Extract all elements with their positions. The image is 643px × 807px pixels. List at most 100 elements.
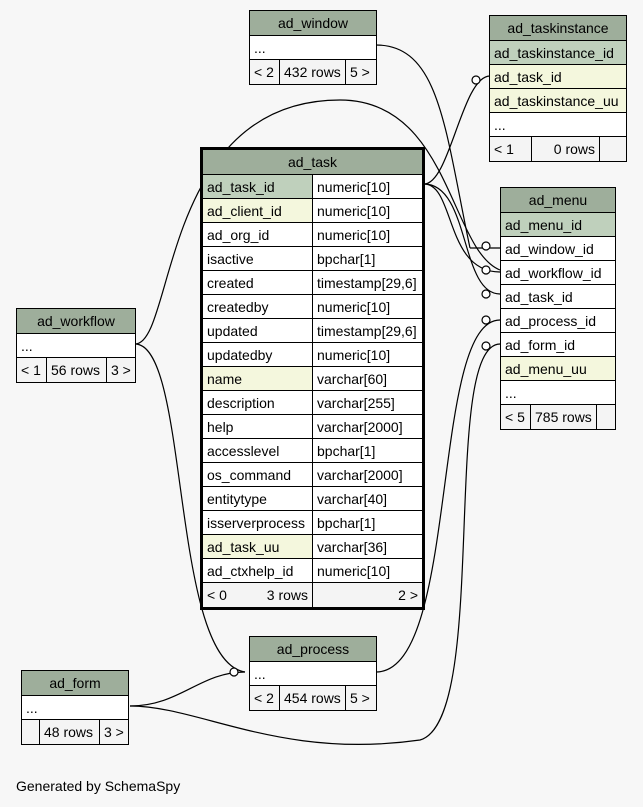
- column-type: varchar[2000]: [317, 467, 403, 483]
- table-footer: < 0 3 rows 2 >: [203, 583, 422, 607]
- column-type: varchar[255]: [317, 395, 395, 411]
- table-title[interactable]: ad_menu: [501, 188, 615, 213]
- column-name: description: [203, 391, 313, 414]
- column-row[interactable]: ad_form_id: [501, 333, 615, 357]
- column-name: ad_task_uu: [203, 535, 313, 558]
- column-row[interactable]: ad_task_id: [490, 65, 626, 89]
- table-title[interactable]: ad_task: [203, 150, 422, 175]
- column-name: os_command: [203, 463, 313, 486]
- table-title[interactable]: ad_window: [250, 11, 376, 36]
- table-footer: < 5 785 rows: [501, 405, 615, 429]
- table-ad-workflow[interactable]: ad_workflow ... < 1 56 rows 3 >: [16, 308, 136, 383]
- crow-foot-icon: [471, 75, 481, 85]
- column-type: bpchar[1]: [317, 443, 376, 459]
- column-name: accesslevel: [203, 439, 313, 462]
- table-title[interactable]: ad_taskinstance: [490, 16, 626, 41]
- table-footer: < 1 56 rows 3 >: [17, 358, 135, 382]
- placeholder-row: ...: [501, 381, 615, 405]
- column-type: numeric[10]: [317, 203, 391, 219]
- column-type: bpchar[1]: [317, 251, 376, 267]
- table-ad-process[interactable]: ad_process ... < 2 454 rows 5 >: [249, 636, 377, 711]
- edge-workflow-process: [134, 343, 246, 673]
- edge-form-menu: [129, 343, 501, 746]
- column-type: numeric[10]: [317, 227, 391, 243]
- column-type: timestamp[29,6]: [317, 275, 417, 291]
- placeholder-row: ...: [250, 662, 376, 686]
- column-type: varchar[60]: [317, 371, 388, 387]
- table-ad-form[interactable]: ad_form ... 48 rows 3 >: [21, 670, 129, 745]
- column-name: isactive: [203, 247, 313, 270]
- column-row[interactable]: ad_window_id: [501, 237, 615, 261]
- column-name: isserverprocess: [203, 511, 313, 534]
- table-title[interactable]: ad_workflow: [17, 309, 135, 334]
- edge-task-menu-workflow: [423, 183, 501, 273]
- table-footer: < 1 0 rows: [490, 137, 626, 161]
- column-type: numeric[10]: [317, 179, 391, 195]
- crow-foot-icon: [229, 667, 239, 677]
- table-footer: 48 rows 3 >: [22, 720, 128, 744]
- column-type: varchar[36]: [317, 539, 388, 555]
- column-type: numeric[10]: [317, 563, 391, 579]
- placeholder-row: ...: [490, 113, 626, 137]
- column-row[interactable]: ad_taskinstance_id: [490, 41, 626, 65]
- table-footer: < 2 454 rows 5 >: [250, 686, 376, 710]
- column-type: timestamp[29,6]: [317, 323, 417, 339]
- generated-by-note: Generated by SchemaSpy: [16, 778, 181, 794]
- column-name: ad_client_id: [203, 199, 313, 222]
- crow-foot-icon: [481, 265, 491, 275]
- column-name: help: [203, 415, 313, 438]
- table-ad-taskinstance[interactable]: ad_taskinstance ad_taskinstance_id ad_ta…: [489, 15, 627, 162]
- column-row[interactable]: ad_taskinstance_uu: [490, 89, 626, 113]
- column-name: createdby: [203, 295, 313, 318]
- column-name: created: [203, 271, 313, 294]
- column-row[interactable]: ad_process_id: [501, 309, 615, 333]
- edge-window-menu: [375, 44, 471, 249]
- column-type: numeric[10]: [317, 347, 391, 363]
- placeholder-row: ...: [250, 36, 376, 60]
- column-name: ad_task_id: [203, 175, 313, 198]
- column-row[interactable]: ad_workflow_id: [501, 261, 615, 285]
- edge-process-menu: [375, 319, 501, 673]
- table-title[interactable]: ad_form: [22, 671, 128, 696]
- crow-foot-icon: [481, 289, 491, 299]
- column-name: ad_ctxhelp_id: [203, 559, 313, 582]
- crow-foot-icon: [481, 315, 491, 325]
- table-footer: < 2 432 rows 5 >: [250, 60, 376, 84]
- column-type: varchar[40]: [317, 491, 388, 507]
- column-type: numeric[10]: [317, 299, 391, 315]
- table-ad-window[interactable]: ad_window ... < 2 432 rows 5 >: [249, 10, 377, 85]
- column-row[interactable]: ad_task_id: [501, 285, 615, 309]
- table-ad-menu[interactable]: ad_menu ad_menu_id ad_window_id ad_workf…: [500, 187, 616, 430]
- table-title[interactable]: ad_process: [250, 637, 376, 662]
- column-name: entitytype: [203, 487, 313, 510]
- column-row[interactable]: ad_menu_id: [501, 213, 615, 237]
- column-name: updated: [203, 319, 313, 342]
- column-name: name: [203, 367, 313, 390]
- column-name: ad_org_id: [203, 223, 313, 246]
- crow-foot-icon: [481, 341, 491, 351]
- edge-task-taskinstance: [423, 75, 491, 185]
- crow-foot-icon: [481, 241, 491, 251]
- column-row[interactable]: ad_menu_uu: [501, 357, 615, 381]
- edge-workflow-menu: [134, 99, 501, 345]
